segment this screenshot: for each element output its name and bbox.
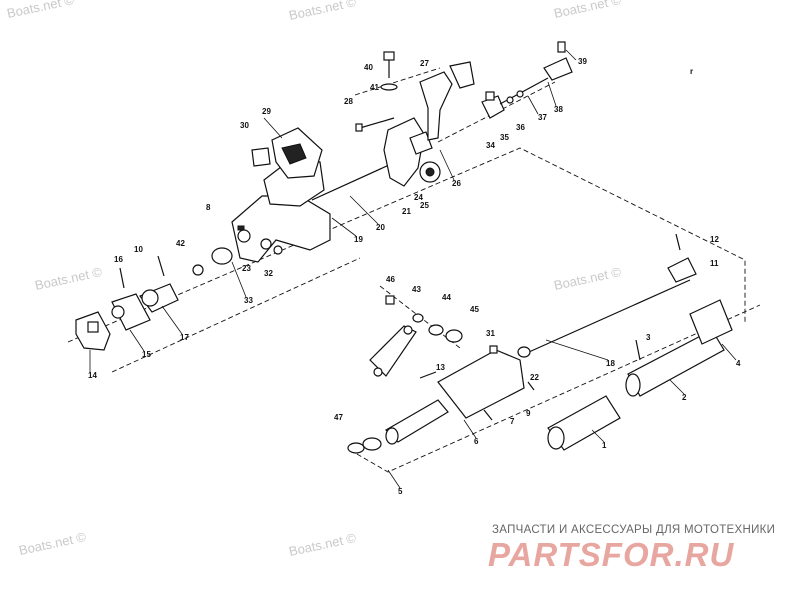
callout-10: 10	[134, 245, 143, 254]
callout-7: 7	[510, 417, 515, 426]
callout-36: 36	[516, 123, 525, 132]
watermark: Boats.net ©	[6, 0, 76, 21]
callout-18: 18	[606, 359, 615, 368]
callout-12: 12	[710, 235, 719, 244]
callout-9: 9	[526, 409, 531, 418]
callout-labels: 1 2 3 4 5 6 7 8 9 10 11 12 13 14 15 16 1…	[88, 57, 741, 496]
watermark: Boats.net ©	[288, 0, 358, 23]
callout-35: 35	[500, 133, 509, 142]
callout-39: 39	[578, 57, 587, 66]
callout-45: 45	[470, 305, 479, 314]
callout-31: 31	[486, 329, 495, 338]
callout-6: 6	[474, 437, 479, 446]
callout-1: 1	[602, 441, 607, 450]
callout-2: 2	[682, 393, 687, 402]
callout-15: 15	[142, 350, 151, 359]
callout-30: 30	[240, 121, 249, 130]
callout-8: 8	[206, 203, 211, 212]
watermark: Boats.net ©	[288, 530, 358, 559]
callout-33: 33	[244, 296, 253, 305]
callout-44: 44	[442, 293, 451, 302]
callout-29: 29	[262, 107, 271, 116]
callout-11: 11	[710, 259, 719, 268]
watermark: Boats.net ©	[553, 0, 623, 21]
callout-32: 32	[264, 269, 273, 278]
callout-27: 27	[420, 59, 429, 68]
callout-37: 37	[538, 113, 547, 122]
callout-5: 5	[398, 487, 403, 496]
watermarks: Boats.net © Boats.net © Boats.net © Boat…	[6, 0, 623, 559]
callout-3: 3	[646, 333, 651, 342]
callout-46: 46	[386, 275, 395, 284]
brand-caption: ЗАПЧАСТИ И АКСЕССУАРЫ ДЛЯ МОТОТЕХНИКИ	[492, 524, 776, 536]
callout-41: 41	[370, 83, 379, 92]
tiller-tube-assembly	[347, 233, 733, 454]
brand-logo-text: PARTSFOR.RU	[488, 536, 735, 573]
callout-4: 4	[736, 359, 741, 368]
callout-26: 26	[452, 179, 461, 188]
leader-lines	[89, 49, 737, 489]
callout-25: 25	[420, 201, 429, 210]
callout-13: 13	[436, 363, 445, 372]
callout-43: 43	[412, 285, 421, 294]
watermark: Boats.net ©	[553, 264, 623, 293]
throttle-link	[481, 41, 573, 119]
watermark: Boats.net ©	[34, 264, 104, 293]
callout-22: 22	[530, 373, 539, 382]
callout-40: 40	[364, 63, 373, 72]
callout-16: 16	[114, 255, 123, 264]
callout-20: 20	[376, 223, 385, 232]
callout-19: 19	[354, 235, 363, 244]
callout-38: 38	[554, 105, 563, 114]
callout-34: 34	[486, 141, 495, 150]
callout-24: 24	[414, 193, 423, 202]
brand-logo: PARTSFOR.RU	[488, 536, 734, 574]
stray-mark: r	[690, 67, 693, 76]
watermark: Boats.net ©	[18, 529, 88, 558]
tiller-handle-end	[75, 247, 233, 351]
callout-21: 21	[402, 207, 411, 216]
callout-42: 42	[176, 239, 185, 248]
swivel-bracket-assembly	[231, 127, 331, 263]
callout-28: 28	[344, 97, 353, 106]
callout-17: 17	[180, 333, 189, 342]
callout-23: 23	[242, 264, 251, 273]
callout-47: 47	[334, 413, 343, 422]
shift-linkage	[311, 51, 475, 201]
callout-14: 14	[88, 371, 97, 380]
